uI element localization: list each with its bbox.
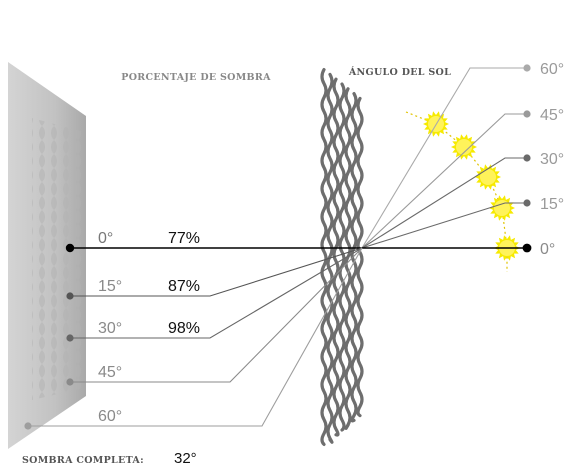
sun-icon	[489, 195, 515, 221]
shade-wall	[8, 62, 86, 449]
full-shade-value: 32°	[174, 450, 197, 466]
mesh-strand	[332, 77, 340, 437]
shade-row-angle: 30°	[98, 320, 122, 337]
shade-row-dot	[65, 243, 75, 253]
shade-row-dot	[24, 422, 32, 430]
sun-angle-label: 0°	[540, 241, 555, 258]
shade-row-line	[70, 247, 363, 297]
shade-row: 30° 98%	[66, 247, 363, 342]
shade-row-angle: 0°	[98, 230, 113, 247]
sun-angle-dot	[522, 243, 532, 253]
sun-angle-line	[361, 202, 527, 249]
shade-row: 15° 87%	[66, 247, 363, 300]
full-shade-label: SOMBRA COMPLETA:	[22, 455, 144, 466]
shade-row-dot	[66, 334, 74, 342]
shade-row: 45°	[66, 247, 363, 386]
sun-angle-line	[361, 157, 527, 249]
mesh-strand	[320, 68, 328, 446]
sun-angle-dot	[523, 199, 531, 207]
sun-angle-label: 45°	[540, 107, 564, 124]
shade-row-line	[70, 247, 363, 383]
shade-row-line	[70, 247, 363, 339]
sun-angle-dot	[523, 154, 531, 162]
shade-row-dot	[66, 292, 74, 300]
shade-rows: 0° 77% 15° 87% 30° 98% 45° 60°	[24, 230, 363, 430]
shade-row: 0° 77%	[65, 230, 362, 253]
sun-angle-line	[361, 67, 527, 249]
sun-angle-marker: 60°	[361, 61, 564, 249]
sun-icon	[451, 134, 477, 160]
shade-row-percentage: 77%	[168, 230, 200, 247]
shade-row: 60°	[24, 247, 363, 430]
sun-angle-dot	[523, 110, 531, 118]
sun-angle-label: 60°	[540, 61, 564, 78]
sun-angle-markers: 60° 45° 30° 15° 0°	[361, 61, 564, 258]
shade-row-percentage: 87%	[168, 278, 200, 295]
shade-percentage-heading: PORCENTAJE DE SOMBRA	[121, 72, 271, 83]
shade-row-percentage: 98%	[168, 320, 200, 337]
sun-angle-marker: 30°	[361, 151, 564, 249]
shade-row-angle: 45°	[98, 364, 122, 381]
sun-angle-marker: 15°	[361, 196, 564, 249]
shade-row-line	[28, 247, 363, 427]
sun-angle-marker: 45°	[361, 107, 564, 249]
sun-angle-marker: 0°	[362, 241, 555, 258]
sun-angle-line	[361, 113, 527, 249]
sun-icon	[475, 164, 501, 190]
sun-angle-dot	[523, 64, 531, 72]
mesh-screen	[320, 68, 366, 446]
shade-row-angle: 15°	[98, 278, 122, 295]
sun-angle-heading: ÁNGULO DEL SOL	[348, 66, 451, 78]
mesh-strand	[356, 96, 364, 418]
sun-angle-label: 30°	[540, 151, 564, 168]
mesh-strand	[326, 72, 334, 444]
shade-row-dot	[66, 378, 74, 386]
sun-angle-label: 15°	[540, 196, 564, 213]
shade-row-angle: 60°	[98, 408, 122, 425]
